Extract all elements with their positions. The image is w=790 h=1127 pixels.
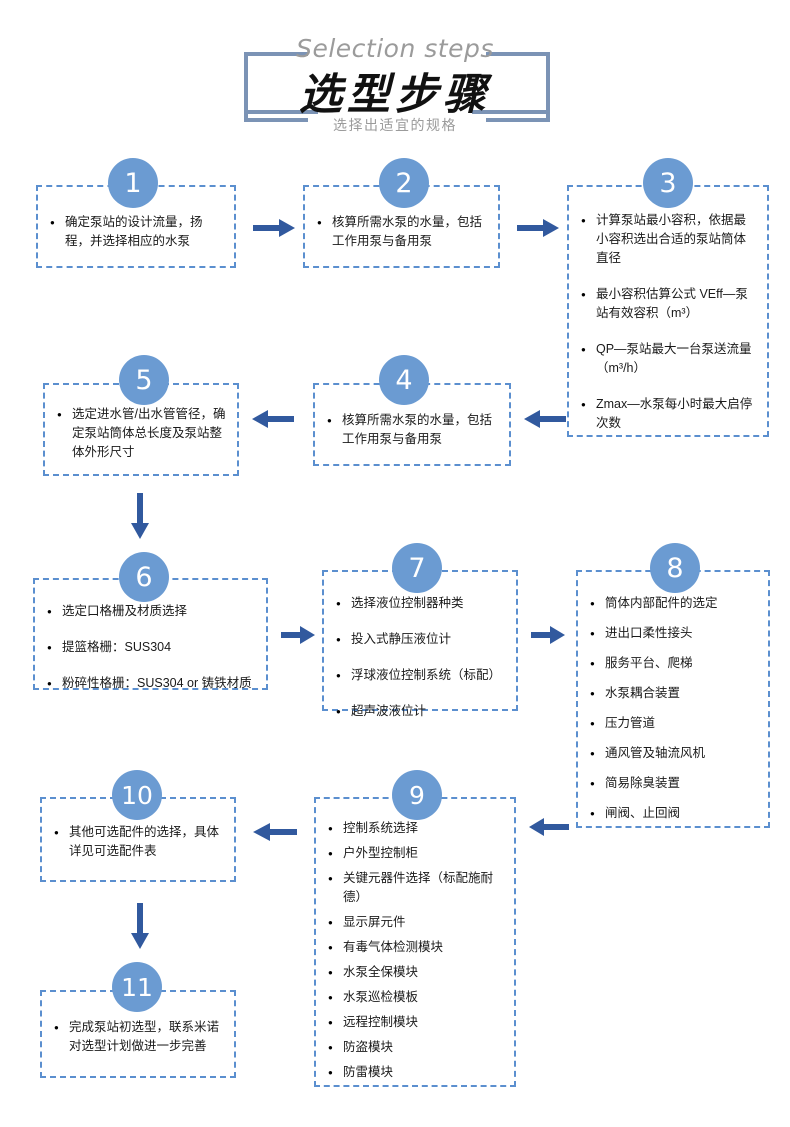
step-number-7: 7	[392, 543, 442, 593]
arrow-5-to-6-icon	[131, 493, 149, 539]
arrow-7-to-8-icon	[531, 626, 565, 644]
list-item: 显示屏元件	[328, 913, 504, 932]
title-frame-top-left-bar	[244, 52, 290, 56]
arrow-1-to-2-icon	[253, 219, 295, 237]
title-frame-bottom-right-bar	[472, 110, 546, 114]
list-item: 水泵全保模块	[328, 963, 504, 982]
list-item: 完成泵站初选型，联系米诺对选型计划做进一步完善	[54, 1018, 224, 1056]
list-item: 进出口柔性接头	[590, 624, 758, 643]
step-number-6: 6	[119, 552, 169, 602]
list-item: 防雷模块	[328, 1063, 504, 1082]
list-item: 超声波液位计	[336, 702, 506, 721]
list-item: 筒体内部配件的选定	[590, 594, 758, 613]
list-item: 其他可选配件的选择，具体详见可选配件表	[54, 823, 224, 861]
step-box-10[interactable]: 其他可选配件的选择，具体详见可选配件表	[40, 797, 236, 882]
title-subtitle: 选择出适宜的规格	[333, 117, 457, 133]
list-item: 浮球液位控制系统（标配）	[336, 666, 506, 685]
title-english: Selection steps	[296, 34, 494, 63]
list-item: 粉碎性格栅：SUS304 or 铸铁材质	[47, 674, 256, 693]
arrow-10-to-11-icon	[131, 903, 149, 949]
arrow-6-to-7-icon	[281, 626, 315, 644]
step-number-11: 11	[112, 962, 162, 1012]
arrow-3-to-4-icon	[524, 410, 566, 428]
step-number-4: 4	[379, 355, 429, 405]
list-item: QP—泵站最大一台泵送流量（m³/h）	[581, 340, 757, 378]
list-item: 服务平台、爬梯	[590, 654, 758, 673]
step-8-bullet-list: 筒体内部配件的选定 进出口柔性接头 服务平台、爬梯 水泵耦合装置 压力管道 通风…	[590, 594, 758, 834]
list-item: 压力管道	[590, 714, 758, 733]
step-4-bullet-list: 核算所需水泵的水量，包括工作用泵与备用泵	[327, 411, 499, 460]
step-number-5: 5	[119, 355, 169, 405]
list-item: Zmax—水泵每小时最大启停次数	[581, 395, 757, 433]
title-frame-top-right-bar	[500, 52, 546, 56]
list-item: 通风管及轴流风机	[590, 744, 758, 763]
list-item: 防盗模块	[328, 1038, 504, 1057]
step-7-bullet-list: 选择液位控制器种类 投入式静压液位计 浮球液位控制系统（标配） 超声波液位计	[336, 594, 506, 738]
step-number-2: 2	[379, 158, 429, 208]
step-number-1: 1	[108, 158, 158, 208]
step-1-bullet-list: 确定泵站的设计流量，扬程，并选择相应的水泵	[50, 213, 224, 262]
step-number-10: 10	[112, 770, 162, 820]
list-item: 选择液位控制器种类	[336, 594, 506, 613]
list-item: 投入式静压液位计	[336, 630, 506, 649]
step-box-9[interactable]: 控制系统选择 户外型控制柜 关键元器件选择（标配施耐德） 显示屏元件 有毒气体检…	[314, 797, 516, 1087]
list-item: 提篮格栅：SUS304	[47, 638, 256, 657]
arrow-8-to-9-icon	[529, 818, 569, 836]
step-box-3[interactable]: 计算泵站最小容积，依据最小容积选出合适的泵站筒体直径 最小容积估算公式 VEff…	[567, 185, 769, 437]
list-item: 户外型控制柜	[328, 844, 504, 863]
list-item: 有毒气体检测模块	[328, 938, 504, 957]
step-3-bullet-list: 计算泵站最小容积，依据最小容积选出合适的泵站筒体直径 最小容积估算公式 VEff…	[581, 211, 757, 450]
step-5-bullet-list: 选定进水管/出水管管径，确定泵站筒体总长度及泵站整体外形尺寸	[57, 405, 227, 473]
step-9-bullet-list: 控制系统选择 户外型控制柜 关键元器件选择（标配施耐德） 显示屏元件 有毒气体检…	[328, 819, 504, 1088]
list-item: 简易除臭装置	[590, 774, 758, 793]
page-title-block: Selection steps 选型步骤 选择出适宜的规格	[0, 0, 790, 150]
list-item: 选定进水管/出水管管径，确定泵站筒体总长度及泵站整体外形尺寸	[57, 405, 227, 462]
step-6-bullet-list: 选定口格栅及材质选择 提篮格栅：SUS304 粉碎性格栅：SUS304 or 铸…	[47, 602, 256, 710]
list-item: 核算所需水泵的水量，包括工作用泵与备用泵	[317, 213, 488, 251]
step-2-bullet-list: 核算所需水泵的水量，包括工作用泵与备用泵	[317, 213, 488, 262]
list-item: 闸阀、止回阀	[590, 804, 758, 823]
arrow-2-to-3-icon	[517, 219, 559, 237]
list-item: 水泵耦合装置	[590, 684, 758, 703]
step-box-8[interactable]: 筒体内部配件的选定 进出口柔性接头 服务平台、爬梯 水泵耦合装置 压力管道 通风…	[576, 570, 770, 828]
arrow-4-to-5-icon	[252, 410, 294, 428]
list-item: 确定泵站的设计流量，扬程，并选择相应的水泵	[50, 213, 224, 251]
step-11-bullet-list: 完成泵站初选型，联系米诺对选型计划做进一步完善	[54, 1018, 224, 1067]
step-number-9: 9	[392, 770, 442, 820]
step-box-5[interactable]: 选定进水管/出水管管径，确定泵站筒体总长度及泵站整体外形尺寸	[43, 383, 239, 476]
list-item: 水泵巡检模板	[328, 988, 504, 1007]
list-item: 远程控制模块	[328, 1013, 504, 1032]
step-number-3: 3	[643, 158, 693, 208]
arrow-9-to-10-icon	[253, 823, 297, 841]
step-10-bullet-list: 其他可选配件的选择，具体详见可选配件表	[54, 823, 224, 872]
list-item: 计算泵站最小容积，依据最小容积选出合适的泵站筒体直径	[581, 211, 757, 268]
list-item: 关键元器件选择（标配施耐德）	[328, 869, 504, 907]
list-item: 控制系统选择	[328, 819, 504, 838]
step-number-8: 8	[650, 543, 700, 593]
list-item: 核算所需水泵的水量，包括工作用泵与备用泵	[327, 411, 499, 449]
title-frame-bottom-left-bar	[244, 110, 318, 114]
title-chinese: 选型步骤	[299, 70, 491, 120]
list-item: 最小容积估算公式 VEff—泵站有效容积（m³）	[581, 285, 757, 323]
list-item: 选定口格栅及材质选择	[47, 602, 256, 621]
